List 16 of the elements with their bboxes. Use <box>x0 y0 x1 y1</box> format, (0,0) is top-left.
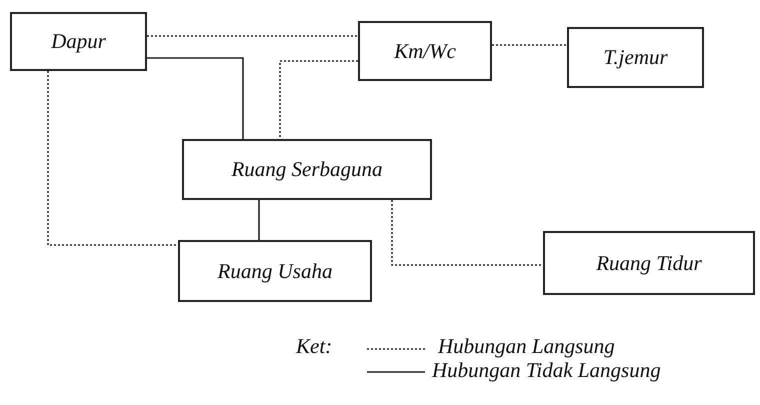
connector-line <box>492 44 567 46</box>
connector-line <box>147 57 244 139</box>
room-box: Dapur <box>10 12 147 71</box>
room-box: Ruang Tidur <box>543 231 755 295</box>
connector-line <box>147 35 358 37</box>
room-box: Km/Wc <box>358 21 492 81</box>
connector-line <box>391 200 543 266</box>
connector-line <box>47 71 178 246</box>
legend-text: Hubungan Tidak Langsung <box>432 358 661 383</box>
connector-line <box>258 200 260 240</box>
room-box: Ruang Usaha <box>178 240 372 302</box>
legend-text: Hubungan Langsung <box>438 334 615 359</box>
room-box: Ruang Serbaguna <box>182 139 432 200</box>
legend-heading: Ket: <box>296 334 332 359</box>
room-box: T.jemur <box>567 27 704 88</box>
connector-line <box>279 60 358 139</box>
